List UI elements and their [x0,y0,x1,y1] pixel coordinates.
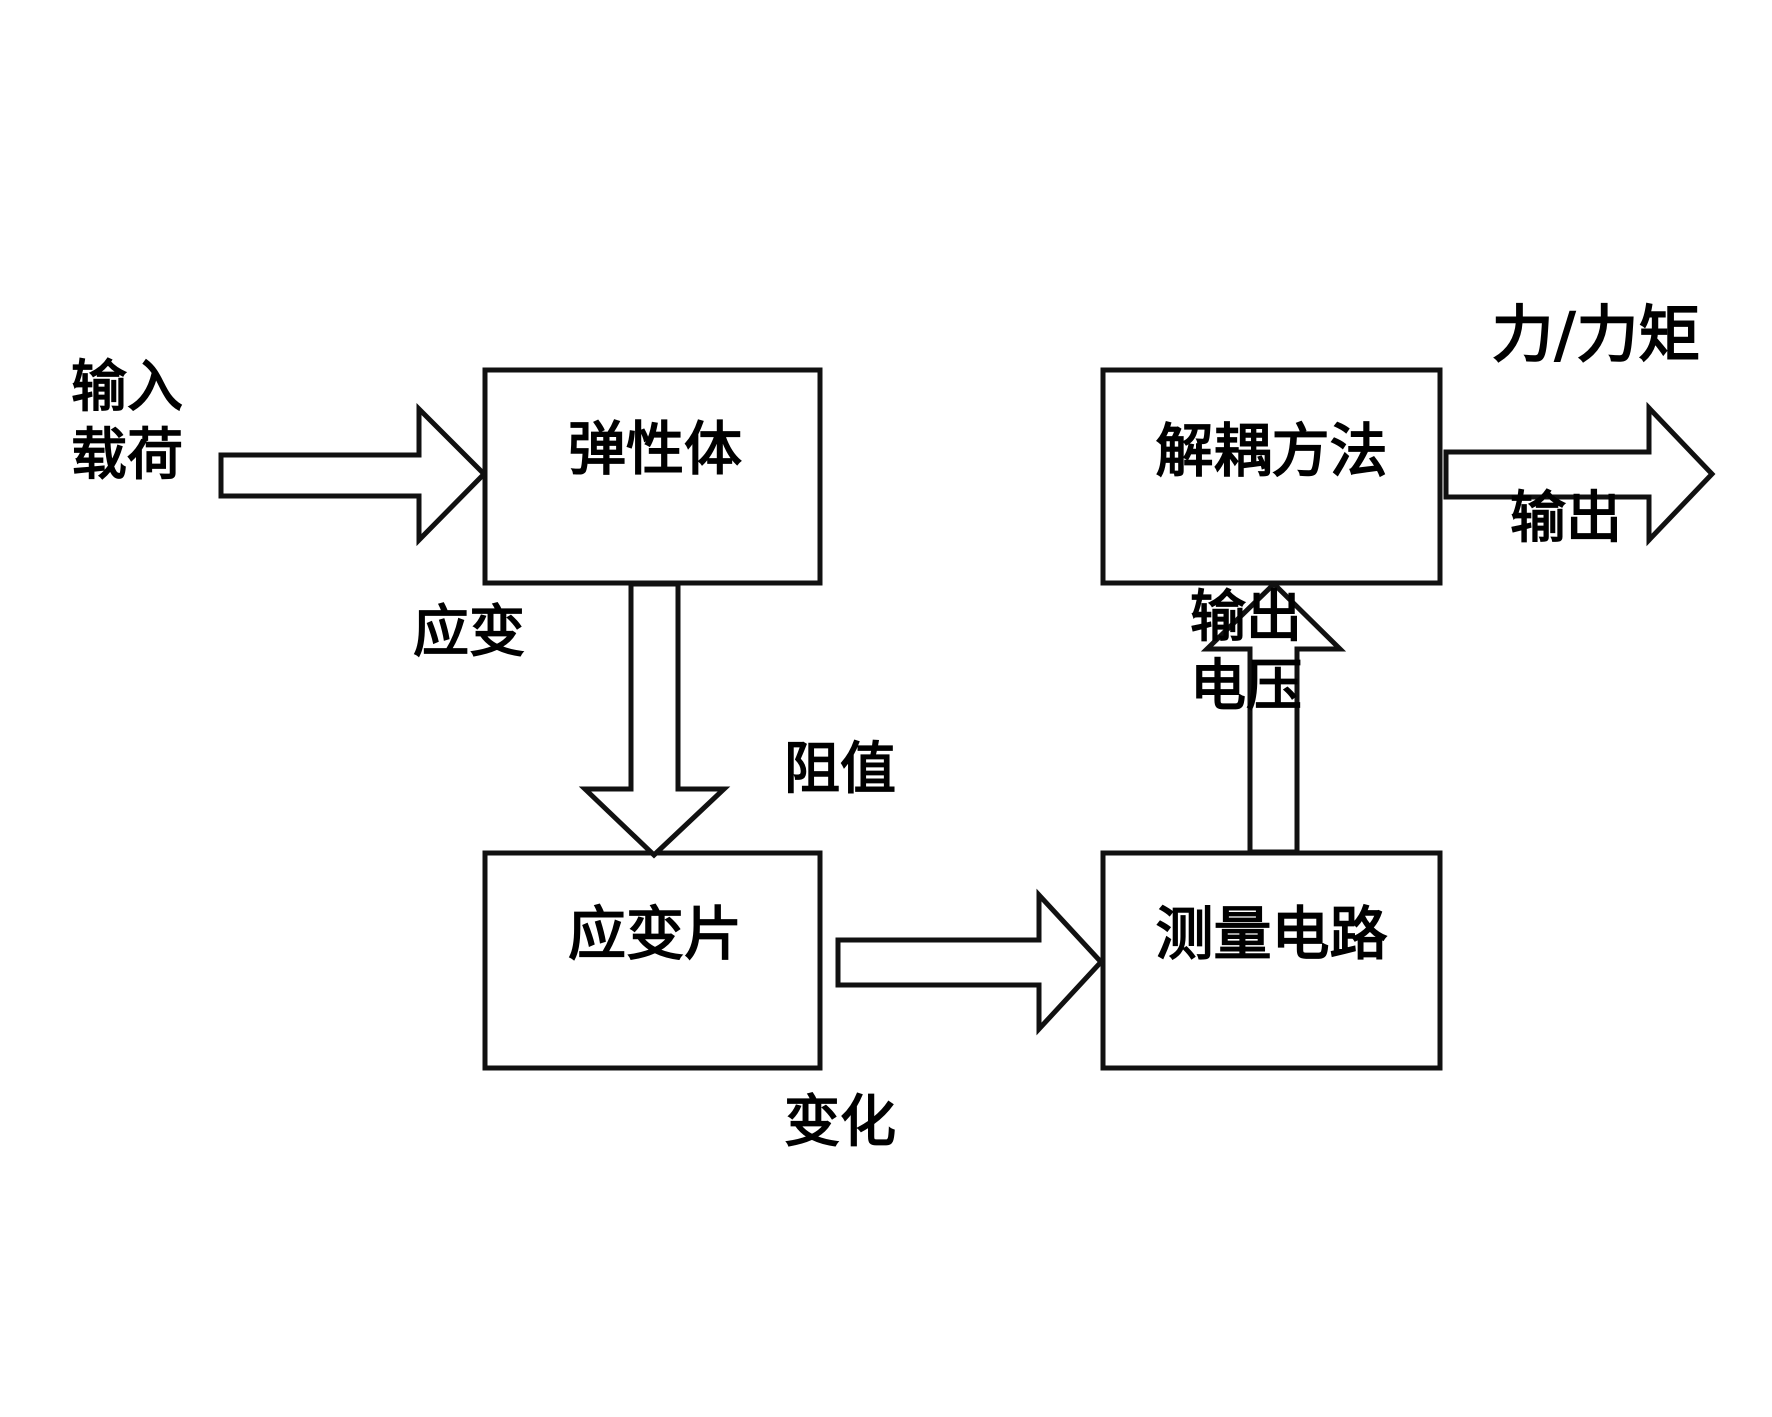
arrow-output-voltage [1200,580,1347,855]
node-elastic-body-label: 弹性体 [567,415,742,483]
edge-label-output: 输出 [1510,486,1622,551]
arrow-input-load [218,402,488,547]
edge-label-input-load-line2: 载荷 [71,423,183,488]
node-decoupling-method-label: 解耦方法 [1155,417,1388,485]
edge-label-input-load-line1: 输入 [71,355,183,420]
node-elastic-body-box [482,367,823,586]
arrow-force-torque-output [1443,401,1716,547]
arrow-resistance-change [835,888,1105,1036]
edge-label-output-voltage-line1: 输出 [1190,585,1302,650]
node-measuring-circuit-label: 测量电路 [1155,900,1388,968]
edge-label-strain: 应变 [413,600,525,665]
edge-label-output-voltage-line2: 电压 [1190,654,1302,719]
node-decoupling-method-box [1100,367,1443,586]
edge-label-force-torque: 力/力矩 [1491,298,1701,371]
edge-label-resistance-top: 阻值 [784,737,896,802]
arrow-strain [578,581,731,859]
edge-label-resistance-bottom: 变化 [784,1090,896,1155]
node-strain-gauge-label: 应变片 [567,900,742,968]
node-strain-gauge-box [482,850,823,1071]
